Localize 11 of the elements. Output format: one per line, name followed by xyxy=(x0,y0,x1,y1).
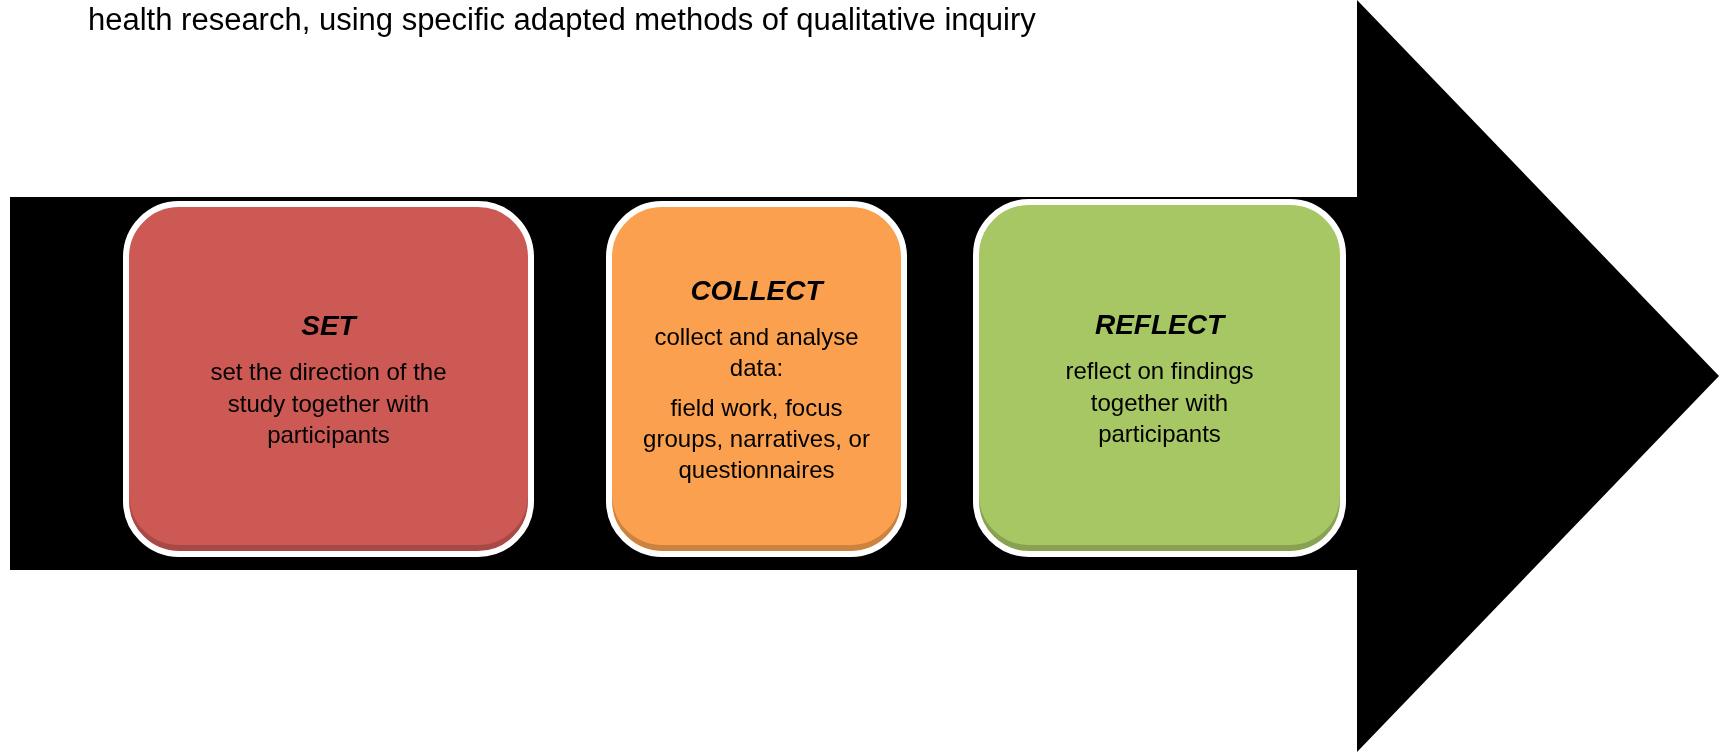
step-title: SET xyxy=(301,309,356,343)
step-description: collect and analyse data: xyxy=(653,322,860,384)
step-title: COLLECT xyxy=(690,273,823,308)
heading-text: health research, using specific adapted methods of qualitative inquiry xyxy=(88,2,1036,38)
step-title: REFLECT xyxy=(1094,308,1225,342)
step-description: reflect on findings together with participants xyxy=(1064,356,1255,449)
step-description: set the direction of the study together with participants xyxy=(209,357,448,450)
step-box xyxy=(606,201,907,557)
step-box xyxy=(973,199,1346,557)
step-description: field work, focus groups, narratives, or questionnaires xyxy=(642,392,871,485)
step-box xyxy=(123,201,534,557)
